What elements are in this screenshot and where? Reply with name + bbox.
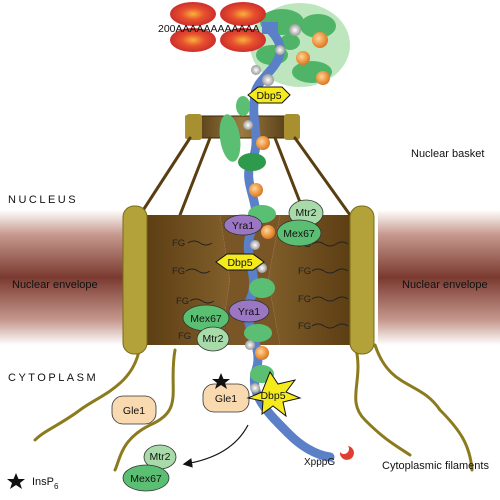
nuclear-envelope-left-label: Nuclear envelope xyxy=(12,279,98,291)
poly-a-blobs xyxy=(170,2,266,52)
fg-label-3: FG xyxy=(176,296,189,307)
cytoplasmic-filaments-label: Cytoplasmic filaments xyxy=(382,460,489,472)
mtr2-lower xyxy=(196,326,230,352)
insp6-star-bound xyxy=(212,373,230,389)
star-icon xyxy=(7,473,25,489)
dbp5-middle: Dbp5 xyxy=(215,253,265,271)
dbp5-middle-label: Dbp5 xyxy=(227,257,252,269)
nucleus-label: NUCLEUS xyxy=(8,194,78,206)
mtr2-released-label: Mtr2 xyxy=(150,451,171,463)
dbp5-bottom-label: Dbp5 xyxy=(260,390,285,402)
mtr2-upper-label: Mtr2 xyxy=(296,207,317,219)
gle1-left-label: Gle1 xyxy=(123,405,145,417)
yra1-lower xyxy=(228,299,270,323)
grey-proteins xyxy=(243,24,301,393)
cap-label: XpppG xyxy=(304,457,335,468)
mex67-released-label: Mex67 xyxy=(130,473,162,485)
cytoplasmic-filaments xyxy=(33,343,474,472)
basket-filaments xyxy=(138,136,352,217)
mex67-upper xyxy=(276,219,322,247)
fg-repeat-lines xyxy=(185,240,349,329)
orange-proteins xyxy=(249,32,330,360)
pore-spoke-right xyxy=(349,205,375,355)
dbp5-top-label: Dbp5 xyxy=(256,90,281,102)
dbp5-bottom: Dbp5 xyxy=(246,370,302,418)
mtr2-lower-label: Mtr2 xyxy=(203,333,224,345)
fg-label-1: FG xyxy=(172,238,185,249)
nuclear-envelope-right-label: Nuclear envelope xyxy=(402,279,488,291)
pore-spoke-left xyxy=(122,205,148,355)
fg-label-5: FG xyxy=(298,266,311,277)
export-arrow xyxy=(182,424,249,468)
cytoplasm-label: CYTOPLASM xyxy=(8,372,98,384)
mex67-lower-label: Mex67 xyxy=(190,313,222,325)
insp6-legend-label: InsP6 xyxy=(32,476,59,491)
gle1-center-label: Gle1 xyxy=(215,393,237,405)
fg-label-2: FG xyxy=(172,266,185,277)
nuclear-basket-ring xyxy=(185,114,300,140)
dbp5-top: Dbp5 xyxy=(247,86,291,104)
nuclear-envelope-right xyxy=(378,210,500,345)
yra1-lower-label: Yra1 xyxy=(238,306,260,318)
mrnp-decorations xyxy=(219,96,276,383)
nuclear-basket-label: Nuclear basket xyxy=(411,148,484,160)
fg-label-8: FG xyxy=(178,331,191,342)
nuclear-envelope-left xyxy=(0,210,135,345)
yra1-upper-label: Yra1 xyxy=(232,220,254,232)
yra1-upper xyxy=(223,214,263,236)
poly-a-label: 200AAAAAAAAAAAA xyxy=(158,23,260,35)
fg-label-6: FG xyxy=(298,294,311,305)
fg-label-7: FG xyxy=(298,321,311,332)
cap-structure xyxy=(339,446,354,460)
mex67-upper-label: Mex67 xyxy=(283,228,315,240)
mex67-released xyxy=(122,464,170,492)
gle1-left xyxy=(111,395,157,425)
